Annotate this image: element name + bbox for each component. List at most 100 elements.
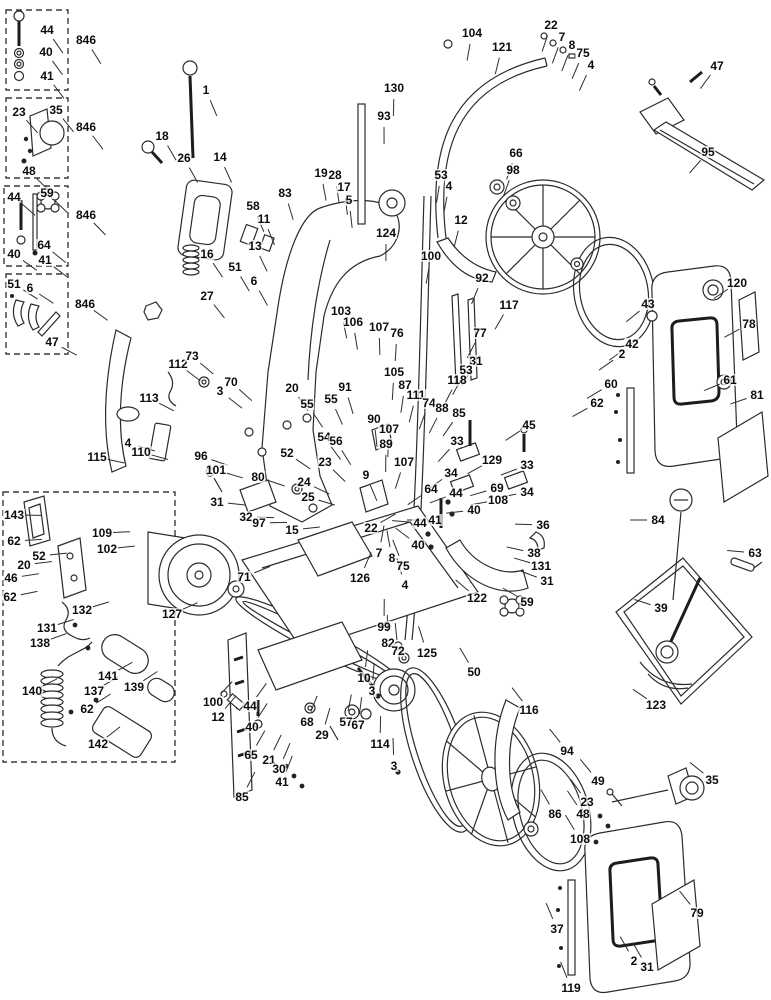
part-label-73: 73	[184, 349, 200, 363]
part-label-141: 141	[96, 669, 120, 683]
idler-pulley	[372, 668, 416, 712]
part-label-1: 1	[201, 83, 211, 97]
part-label-51: 51	[6, 277, 22, 291]
part-label-142: 142	[86, 737, 110, 751]
part-label-131: 131	[529, 559, 553, 573]
part-label-41: 41	[427, 513, 443, 527]
kit-box-2	[5, 97, 69, 179]
part-label-117: 117	[498, 298, 520, 312]
part-label-28: 28	[327, 168, 343, 182]
lower-bearing	[523, 821, 539, 837]
capacitor	[101, 634, 149, 674]
part-label-8: 8	[567, 38, 577, 52]
part-label-7: 7	[557, 30, 567, 44]
part-label-79: 79	[689, 906, 705, 920]
part-label-6: 6	[25, 281, 35, 295]
part-label-3: 3	[215, 384, 225, 398]
part-label-38: 38	[526, 546, 542, 560]
part-label-12: 12	[453, 213, 469, 227]
cord	[61, 601, 91, 641]
part-label-78: 78	[741, 317, 757, 331]
part-label-62: 62	[2, 590, 18, 604]
part-label-99: 99	[376, 620, 392, 634]
part-label-104: 104	[460, 26, 484, 40]
part-label-11: 11	[256, 212, 272, 226]
part-label-74: 74	[421, 396, 437, 410]
part-label-95: 95	[700, 145, 716, 159]
bracket-9	[359, 479, 389, 513]
part-label-87: 87	[397, 378, 413, 392]
panel-81	[717, 411, 769, 503]
part-label-143: 143	[2, 508, 26, 522]
part-label-108: 108	[486, 493, 510, 507]
part-label-25: 25	[300, 490, 316, 504]
part-label-5: 5	[344, 193, 354, 207]
part-label-69: 69	[489, 481, 505, 495]
guard-arm	[436, 237, 497, 283]
part-label-122: 122	[465, 591, 489, 605]
part-label-44: 44	[39, 23, 55, 37]
part-label-126: 126	[348, 571, 372, 585]
part-label-140: 140	[20, 684, 44, 698]
part-label-119: 119	[560, 981, 582, 995]
part-label-139: 139	[122, 680, 146, 694]
belt-guard	[494, 699, 521, 821]
plate-15	[297, 521, 373, 577]
part-label-48: 48	[575, 807, 591, 821]
part-label-19: 19	[313, 166, 329, 180]
part-label-49: 49	[590, 774, 606, 788]
part-label-20: 20	[284, 381, 300, 395]
capacitor-large	[91, 706, 153, 758]
part-label-24: 24	[296, 475, 312, 489]
part-label-42: 42	[624, 337, 640, 351]
part-label-846: 846	[73, 297, 97, 311]
part-label-31: 31	[639, 960, 655, 974]
part-label-100: 100	[201, 695, 225, 709]
part-label-7: 7	[374, 546, 384, 560]
part-label-2: 2	[617, 347, 627, 361]
part-label-20: 20	[16, 558, 32, 572]
part-label-112: 112	[167, 357, 189, 371]
part-label-130: 130	[382, 81, 406, 95]
electrical-kit-box	[2, 491, 176, 763]
part-label-62: 62	[589, 396, 605, 410]
upper-bearing	[489, 179, 505, 195]
part-label-4: 4	[400, 578, 410, 592]
part-label-60: 60	[603, 377, 619, 391]
part-label-16: 16	[199, 247, 215, 261]
part-label-81: 81	[749, 388, 765, 402]
bolt-strip	[626, 387, 635, 474]
part-label-123: 123	[644, 698, 668, 712]
part-label-118: 118	[446, 373, 468, 387]
screw	[443, 39, 453, 49]
part-label-18: 18	[154, 129, 170, 143]
part-label-4: 4	[123, 436, 133, 450]
part-label-12: 12	[210, 710, 226, 724]
part-label-64: 64	[423, 482, 439, 496]
part-label-35: 35	[704, 773, 720, 787]
part-label-40: 40	[6, 247, 22, 261]
part-label-40: 40	[410, 538, 426, 552]
part-label-127: 127	[160, 607, 184, 621]
part-label-113: 113	[138, 391, 160, 405]
part-label-68: 68	[299, 715, 315, 729]
part-label-120: 120	[725, 276, 749, 290]
part-label-41: 41	[274, 775, 290, 789]
part-label-4: 4	[586, 58, 596, 72]
part-label-31: 31	[209, 495, 225, 509]
part-label-57: 57	[338, 715, 354, 729]
part-label-48: 48	[21, 164, 37, 178]
part-label-9: 9	[361, 468, 371, 482]
part-label-107: 107	[392, 455, 416, 469]
part-label-121: 121	[490, 40, 514, 54]
door-latch	[593, 767, 705, 845]
part-label-51: 51	[227, 260, 243, 274]
part-label-40: 40	[244, 720, 260, 734]
part-label-89: 89	[378, 437, 394, 451]
part-label-56: 56	[328, 434, 344, 448]
part-label-32: 32	[238, 510, 254, 524]
part-label-22: 22	[543, 18, 559, 32]
part-label-14: 14	[212, 150, 228, 164]
part-label-61: 61	[722, 373, 738, 387]
part-label-137: 137	[82, 684, 106, 698]
